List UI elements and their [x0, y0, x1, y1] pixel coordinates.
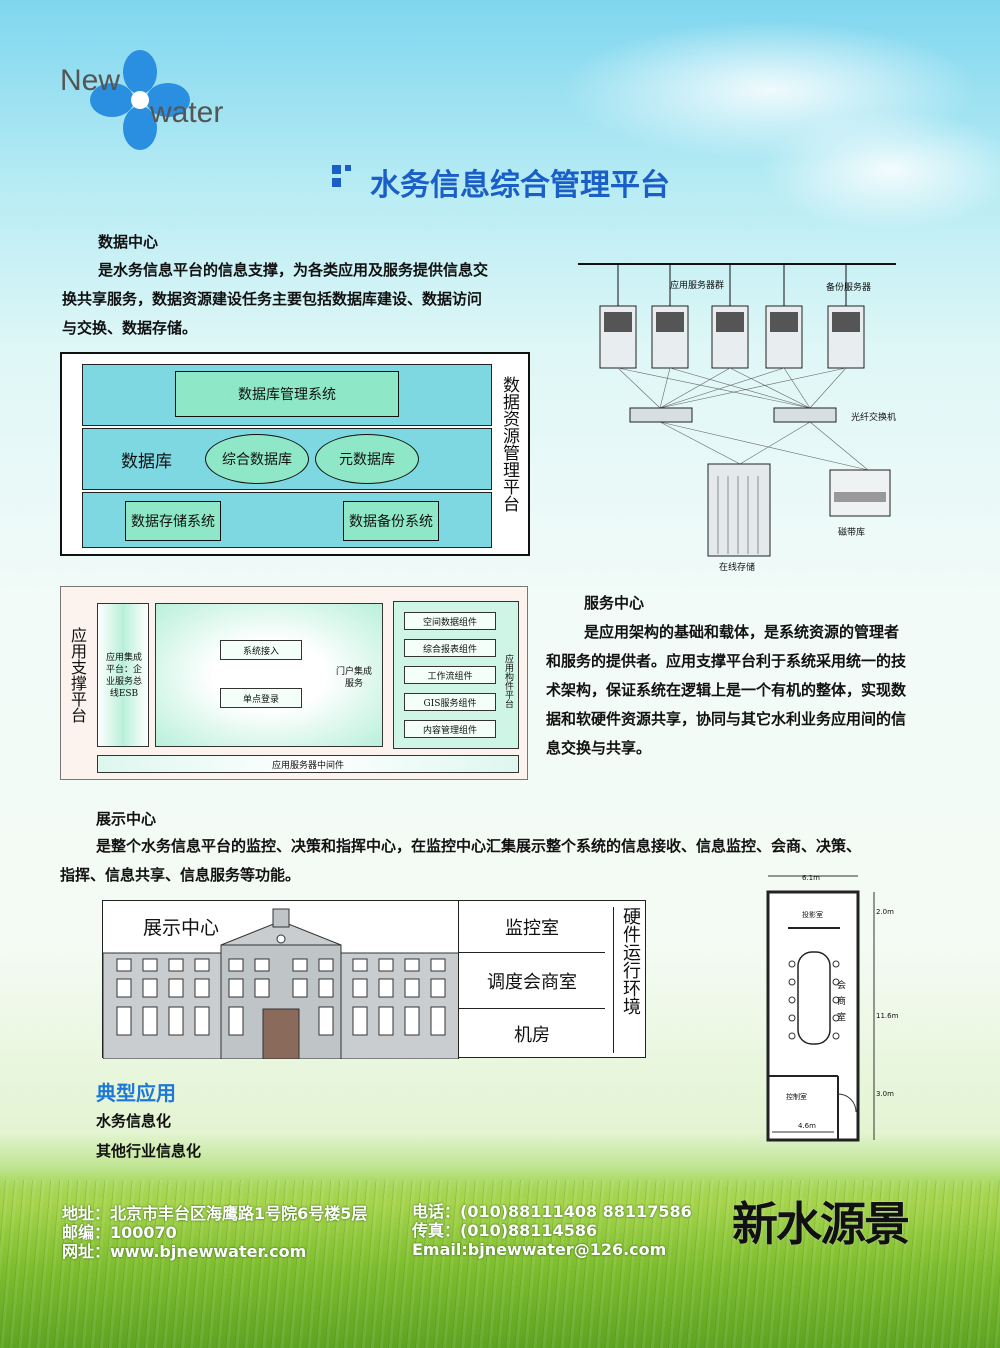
components-box: 空间数据组件 综合报表组件 工作流组件 GIS服务组件 内容管理组件 应用构件平… [393, 601, 519, 749]
system-access-box: 系统接入 [220, 640, 302, 660]
text-line: 是应用架构的基础和载体，是系统资源的管理者 [584, 623, 900, 641]
room-monitoring: 监控室 [459, 901, 605, 953]
esb-box: 应用集成平台：企业服务总线ESB [97, 603, 149, 747]
floorplan-dim-1: 2.0m [876, 908, 894, 916]
meeting-room-label: 会商室 [837, 981, 847, 1023]
component-item: 内容管理组件 [404, 720, 496, 738]
typical-item: 其他行业信息化 [96, 1142, 202, 1160]
data-resource-diagram: 数据库管理系统 数据库 综合数据库 元数据库 数据存储系统 数据备份系统 数据资… [60, 352, 530, 556]
display-center-heading: 展示中心 [96, 810, 157, 828]
floorplan-width: 6.1m [802, 874, 820, 882]
title-icon [332, 165, 360, 197]
text-line: 据和软硬件资源共享，协同与其它水利业务应用间的信 [546, 710, 907, 728]
component-item: GIS服务组件 [404, 693, 496, 711]
control-room-label: 控制室 [786, 1093, 807, 1101]
portal-box: 系统接入 单点登录 门户集成服务 [155, 603, 383, 747]
text-line: 换共享服务，数据资源建设任务主要包括数据库建设、数据访问 [62, 290, 483, 308]
floorplan-bottom-dim: 4.6m [798, 1122, 816, 1130]
db-layer: 数据库 综合数据库 元数据库 [82, 428, 492, 490]
display-center-diagram: 展示中心 监控室 调度会商室 机房 硬件运行环境 [102, 900, 646, 1059]
display-center-text: 是整个水务信息平台的监控、决策和指挥中心，在监控中心汇集展示整个系统的信息接收、… [60, 832, 960, 890]
page-title: 水务信息综合管理平台 [370, 168, 670, 203]
server-network-diagram [578, 263, 896, 557]
address: 地址：北京市丰台区海鹰路1号院6号楼5层 [62, 1204, 368, 1223]
text-line: 指挥、信息共享、信息服务等功能。 [60, 866, 301, 884]
dbms-layer: 数据库管理系统 [82, 364, 492, 426]
email[interactable]: Email:bjnewwater@126.com [412, 1240, 667, 1259]
rooms-column: 监控室 调度会商室 机房 [458, 901, 605, 1059]
storage-layer: 数据存储系统 数据备份系统 [82, 492, 492, 548]
comprehensive-db: 综合数据库 [205, 434, 309, 484]
app-platform-diagram: 应用支撑平台 应用集成平台：企业服务总线ESB 系统接入 单点登录 门户集成服务… [60, 586, 528, 780]
hardware-env-label: 硬件运行环境 [613, 907, 642, 1053]
data-resource-side-label: 数据资源管理平台 [499, 376, 519, 512]
grass-background [0, 1170, 1000, 1348]
building-icon [103, 908, 459, 1059]
typical-heading: 典型应用 [96, 1081, 176, 1105]
floorplan-dim-3: 3.0m [876, 1090, 894, 1098]
backup-box: 数据备份系统 [343, 501, 439, 541]
app-server-group-label: 应用服务器群 [670, 281, 725, 291]
phone: 电话：(010)88111408 88117586 [412, 1202, 692, 1221]
projector-room-label: 投影室 [802, 911, 823, 919]
metadata-db: 元数据库 [315, 434, 419, 484]
component-item: 工作流组件 [404, 666, 496, 684]
floorplan-diagram [766, 875, 875, 1142]
db-label: 数据库 [121, 452, 172, 472]
brand-calligraphy: 新水源景 [732, 1197, 910, 1251]
text-line: 和服务的提供者。应用支撑平台利于系统采用统一的技 [546, 652, 907, 670]
middleware-bar: 应用服务器中间件 [97, 755, 519, 773]
online-storage-label: 在线存储 [719, 563, 756, 573]
logo-word-water: water [150, 96, 224, 129]
sso-box: 单点登录 [220, 688, 302, 708]
storage-box: 数据存储系统 [125, 501, 221, 541]
text-line: 术架构，保证系统在逻辑上是一个有机的整体，实现数 [546, 681, 907, 699]
building-label: 展示中心 [143, 917, 220, 939]
data-center-heading: 数据中心 [98, 233, 159, 251]
cloud [760, 110, 1000, 230]
typical-item: 水务信息化 [96, 1112, 172, 1130]
room-dispatch: 调度会商室 [459, 953, 605, 1009]
postcode: 邮编：100070 [62, 1223, 177, 1242]
contact-left: 地址：北京市丰台区海鹰路1号院6号楼5层 邮编：100070 网址：www.bj… [62, 1204, 367, 1261]
contact-right: 电话：(010)88111408 88117586 传真：(010)881145… [412, 1202, 692, 1259]
app-platform-side-label: 应用支撑平台 [68, 627, 87, 723]
switch-label: 光纤交换机 [851, 413, 897, 423]
flower-logo-icon [90, 50, 190, 150]
floorplan-dim-2: 11.6m [876, 1012, 899, 1020]
data-center-text: 是水务信息平台的信息支撑，为各类应用及服务提供信息交 换共享服务，数据资源建设任… [62, 256, 542, 343]
esb-label: 应用集成平台：企业服务总线ESB [105, 653, 142, 699]
text-line: 息交换与共享。 [546, 739, 652, 757]
portal-label: 门户集成服务 [336, 667, 373, 689]
text-line: 是整个水务信息平台的监控、决策和指挥中心，在监控中心汇集展示整个系统的信息接收、… [96, 837, 862, 855]
website[interactable]: 网址：www.bjnewwater.com [62, 1242, 307, 1261]
component-item: 空间数据组件 [404, 612, 496, 630]
text-line: 与交换、数据存储。 [62, 319, 198, 337]
component-item: 综合报表组件 [404, 639, 496, 657]
fax: 传真：(010)88114586 [412, 1221, 598, 1240]
service-center-text: 是应用架构的基础和载体，是系统资源的管理者 和服务的提供者。应用支撑平台利于系统… [546, 618, 966, 763]
backup-server-label: 备份服务器 [826, 283, 872, 293]
grass-texture [0, 1180, 1000, 1348]
logo: New water [60, 50, 240, 150]
logo-word-new: New [60, 64, 121, 97]
component-side-label: 应用构件平台 [503, 654, 513, 708]
text-line: 是水务信息平台的信息支撑，为各类应用及服务提供信息交 [98, 261, 489, 279]
service-center-heading: 服务中心 [584, 594, 645, 612]
dbms-box: 数据库管理系统 [175, 371, 399, 417]
room-machine: 机房 [514, 1025, 550, 1046]
tape-library-label: 磁带库 [838, 528, 866, 538]
